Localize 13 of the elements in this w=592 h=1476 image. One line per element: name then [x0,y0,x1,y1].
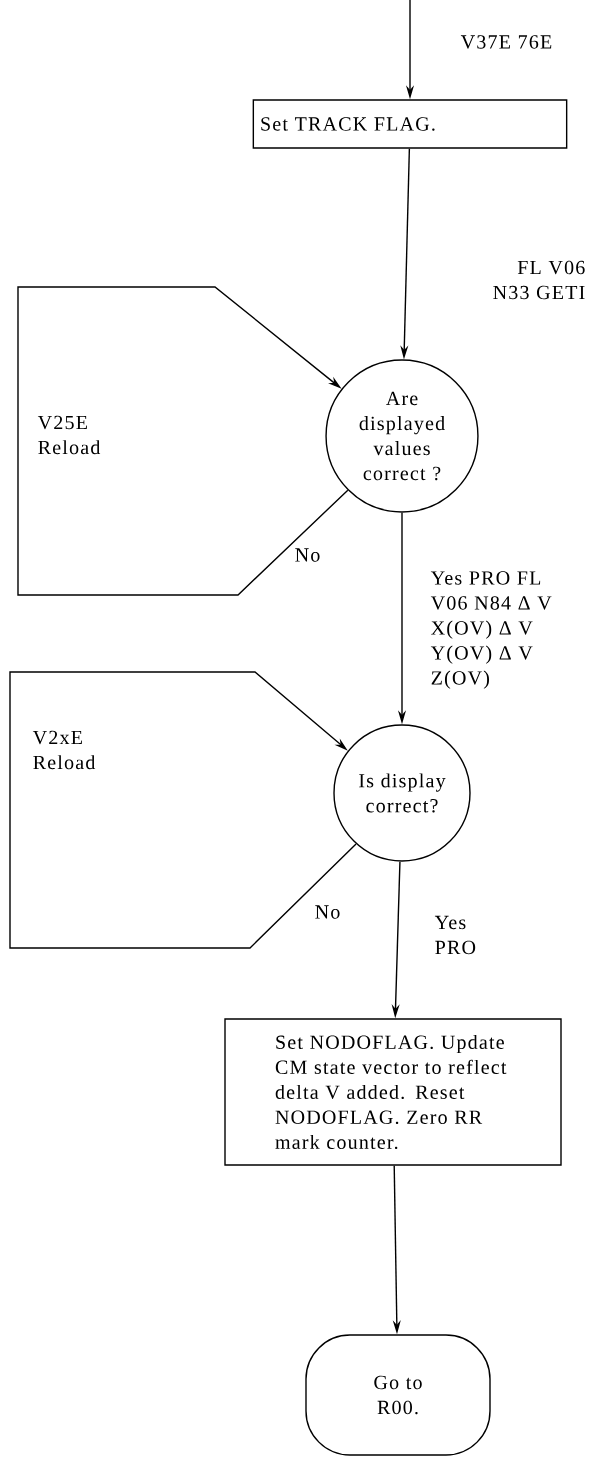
edge-label: No [295,548,320,562]
arrow [9,671,357,949]
edge-label: Yes PRO [434,915,476,955]
arrow [17,286,349,596]
process-box: Set TRACK FLAG. [252,99,568,149]
process-box: Set NODOFLAG. Update CM state vector to reflect delta V added. Reset NODOFLAG. Zero RR mark counter. [224,1018,562,1166]
note-label: V25E Reload [37,415,101,455]
edge-label: FL V06 N33 GETI [493,260,585,300]
edge-label: V37E 76E [460,35,552,49]
terminal-box: Go to R00. [305,1334,491,1456]
edge-label: Yes PRO FL V06 N84 Δ V X(OV) Δ V Y(OV) Δ V Z(OV) [430,571,552,689]
note-label: V2xE Reload [32,730,96,770]
edge-label: No [315,905,340,919]
